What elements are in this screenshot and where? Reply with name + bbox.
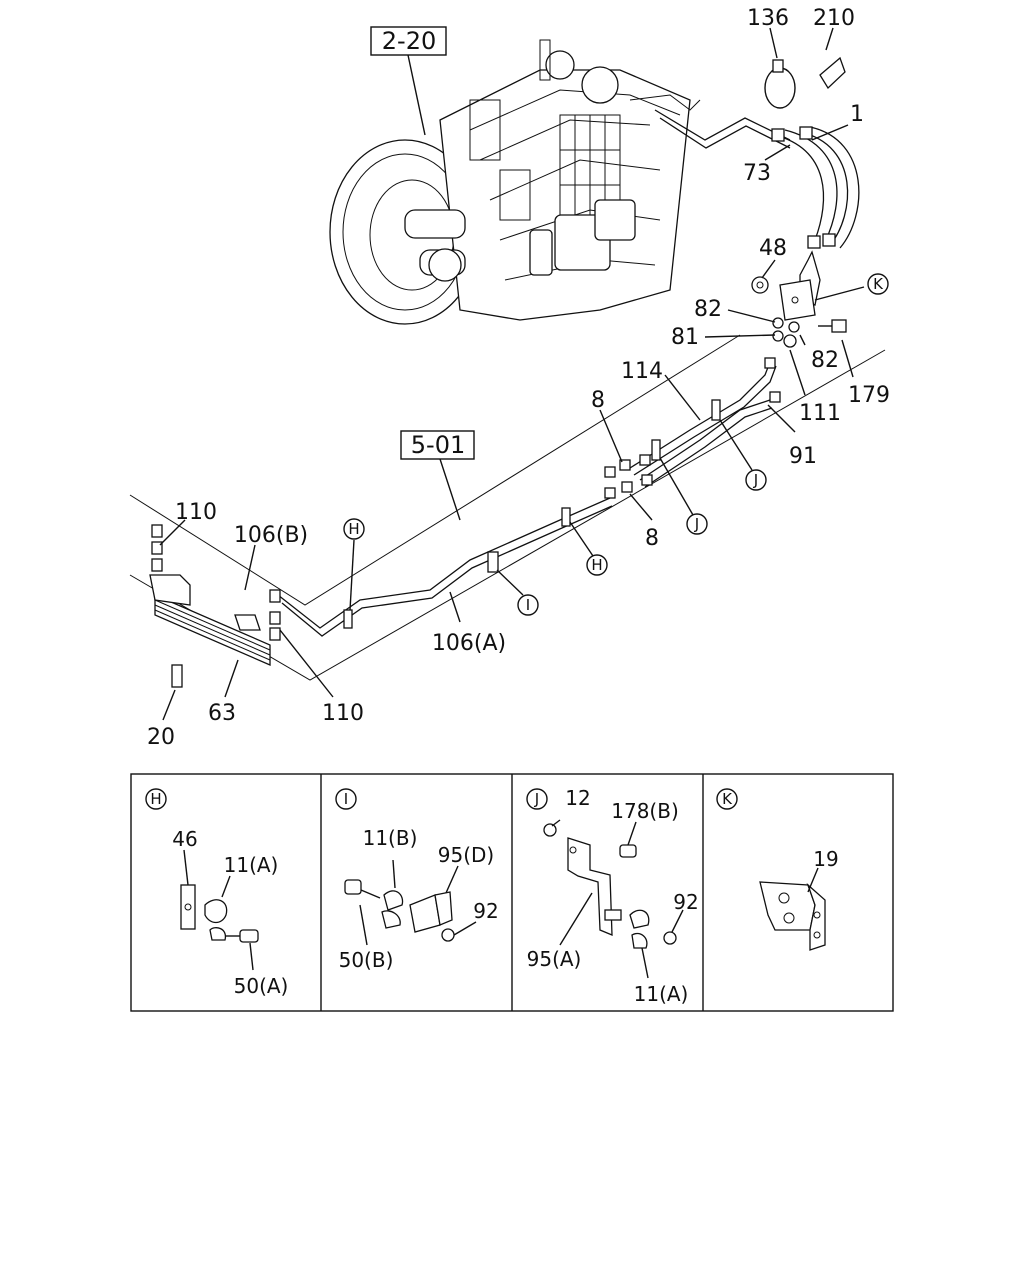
fittings [751, 276, 847, 348]
panel-h-label-50a: 50(A) [234, 974, 289, 998]
marker-i: I [526, 596, 530, 614]
callout-48: 48 [759, 236, 787, 261]
panel-h: H 46 11(A) 50(A) [145, 788, 289, 998]
detail-panels [130, 773, 894, 1012]
panel-j-label-12: 12 [565, 786, 590, 810]
callout-82-a: 82 [694, 297, 722, 322]
callout-114: 114 [621, 359, 663, 384]
panel-i-label-50b: 50(B) [339, 948, 394, 972]
panel-j-label-178b: 178(B) [611, 799, 679, 823]
callout-63: 63 [208, 701, 236, 726]
panel-i-label-95d: 95(D) [438, 843, 494, 867]
panel-h-label-46: 46 [172, 827, 197, 851]
marker-j-2: J [694, 515, 699, 533]
ref-box-2-20: 2-20 [370, 26, 447, 136]
marker-h-2: H [348, 520, 359, 538]
panel-k-label-19: 19 [813, 847, 838, 871]
marker-k: K [873, 275, 884, 293]
callout-136: 136 [747, 6, 789, 31]
panel-j-label-92: 92 [673, 890, 698, 914]
panel-j-label-11a: 11(A) [634, 982, 689, 1006]
callout-73: 73 [743, 161, 771, 186]
callout-82-b: 82 [811, 348, 839, 373]
hose-group [764, 56, 860, 306]
callout-8-a: 8 [591, 388, 605, 413]
callout-8-b: 8 [645, 526, 659, 551]
oil-cooler [149, 524, 281, 688]
callout-20: 20 [147, 725, 175, 750]
callout-179: 179 [848, 383, 890, 408]
callout-110-b: 110 [322, 701, 364, 726]
callout-81: 81 [671, 325, 699, 350]
marker-h-1: H [591, 556, 602, 574]
callout-111: 111 [799, 401, 841, 426]
panel-i: I 11(B) 95(D) 92 50(B) [335, 788, 499, 972]
callout-1: 1 [850, 102, 864, 127]
pipe-run [277, 357, 781, 637]
transmission-assembly [329, 39, 791, 325]
panel-i-marker: I [344, 790, 348, 808]
callout-106-a: 106(A) [432, 631, 506, 656]
panel-i-label-11b: 11(B) [363, 826, 418, 850]
marker-j-1: J [753, 471, 758, 489]
callout-210: 210 [813, 6, 855, 31]
callout-110-a: 110 [175, 500, 217, 525]
panel-i-label-92: 92 [473, 899, 498, 923]
panel-j: J 12 178(B) 92 95(A) 11(A) [526, 786, 699, 1006]
view-markers: K J J H I H [343, 273, 889, 616]
ref-2-20: 2-20 [382, 27, 436, 55]
ref-5-01: 5-01 [411, 431, 465, 459]
callout-labels: 136 210 1 73 48 82 81 114 82 179 111 91 … [147, 6, 890, 750]
panel-j-marker: J [534, 790, 539, 808]
panel-k: K 19 [716, 788, 839, 951]
panel-h-marker: H [150, 790, 161, 808]
panel-h-label-11a: 11(A) [224, 853, 279, 877]
leader-lines [159, 27, 865, 721]
callout-91: 91 [789, 444, 817, 469]
panel-j-label-95a: 95(A) [527, 947, 582, 971]
callout-106-b: 106(B) [234, 523, 308, 548]
panel-k-marker: K [722, 790, 733, 808]
